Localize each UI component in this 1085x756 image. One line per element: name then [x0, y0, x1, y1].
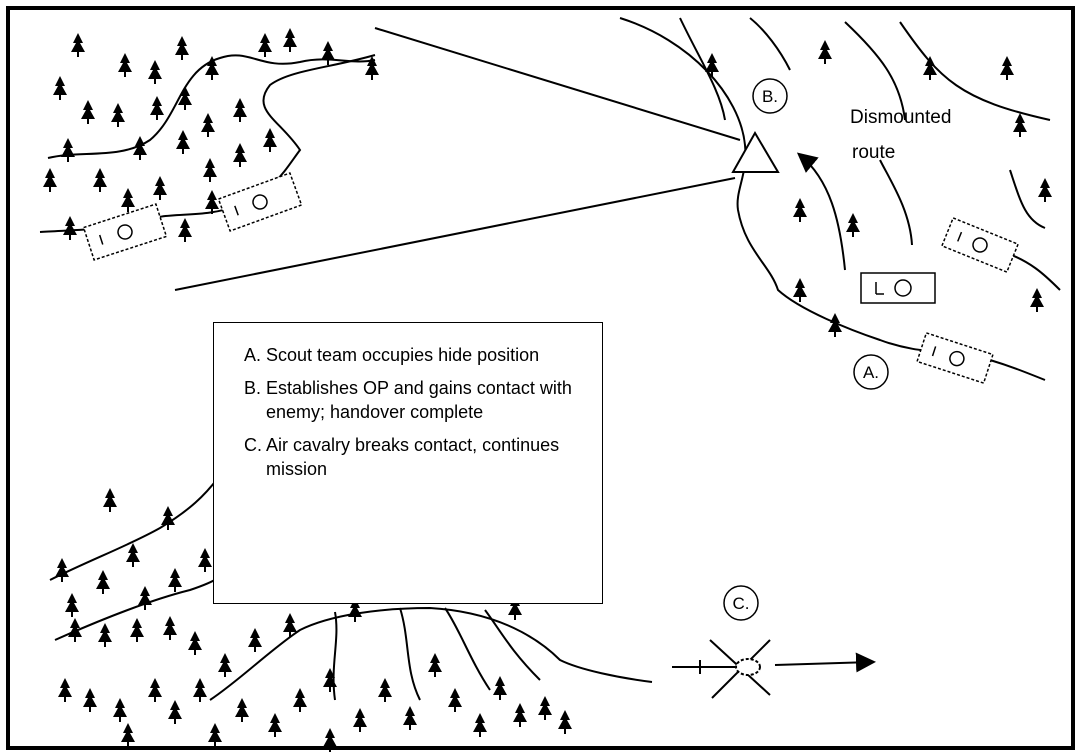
vehicle-icon — [82, 203, 168, 261]
observation-post-triangle-icon — [731, 130, 780, 173]
forest-boundary-bottom — [49, 477, 653, 701]
helicopter-icon — [672, 639, 771, 699]
dismounted-route-arrow — [796, 152, 846, 271]
vehicle-icon — [217, 172, 303, 232]
vehicle-icon — [860, 272, 936, 304]
legend-box: A. Scout team occupies hide position B. … — [213, 322, 603, 604]
marker-c-circle — [723, 585, 759, 621]
vehicle-icon — [940, 217, 1020, 273]
vehicle-icon — [916, 331, 994, 385]
legend-item-b: B. Establishes OP and gains contact with… — [244, 376, 584, 424]
helicopter-direction-arrow — [774, 652, 876, 673]
legend-item-a: A. Scout team occupies hide position — [244, 343, 584, 367]
marker-a-circle — [853, 354, 889, 390]
route-label-line1: Dismounted — [850, 107, 951, 128]
marker-b-circle — [752, 78, 788, 114]
line-of-sight — [174, 27, 741, 291]
terrain-contours-top-right — [619, 17, 1061, 381]
legend-key-c: C. — [244, 435, 262, 455]
legend-item-c: C. Air cavalry breaks contact, continues… — [244, 433, 584, 481]
legend-text-c: Air cavalry breaks contact, continues mi… — [266, 435, 560, 479]
vehicles — [82, 172, 1020, 385]
legend-key-a: A. — [244, 345, 262, 365]
legend-text-b: Establishes OP and gains contact with en… — [266, 378, 572, 422]
legend-text-a: Scout team occupies hide position — [266, 345, 540, 365]
route-label-line2: route — [852, 142, 895, 163]
marker-c-label: C. — [733, 594, 750, 613]
marker-a-label: A. — [863, 363, 879, 382]
marker-b-label: B. — [762, 87, 778, 106]
legend-key-b: B. — [244, 378, 262, 398]
